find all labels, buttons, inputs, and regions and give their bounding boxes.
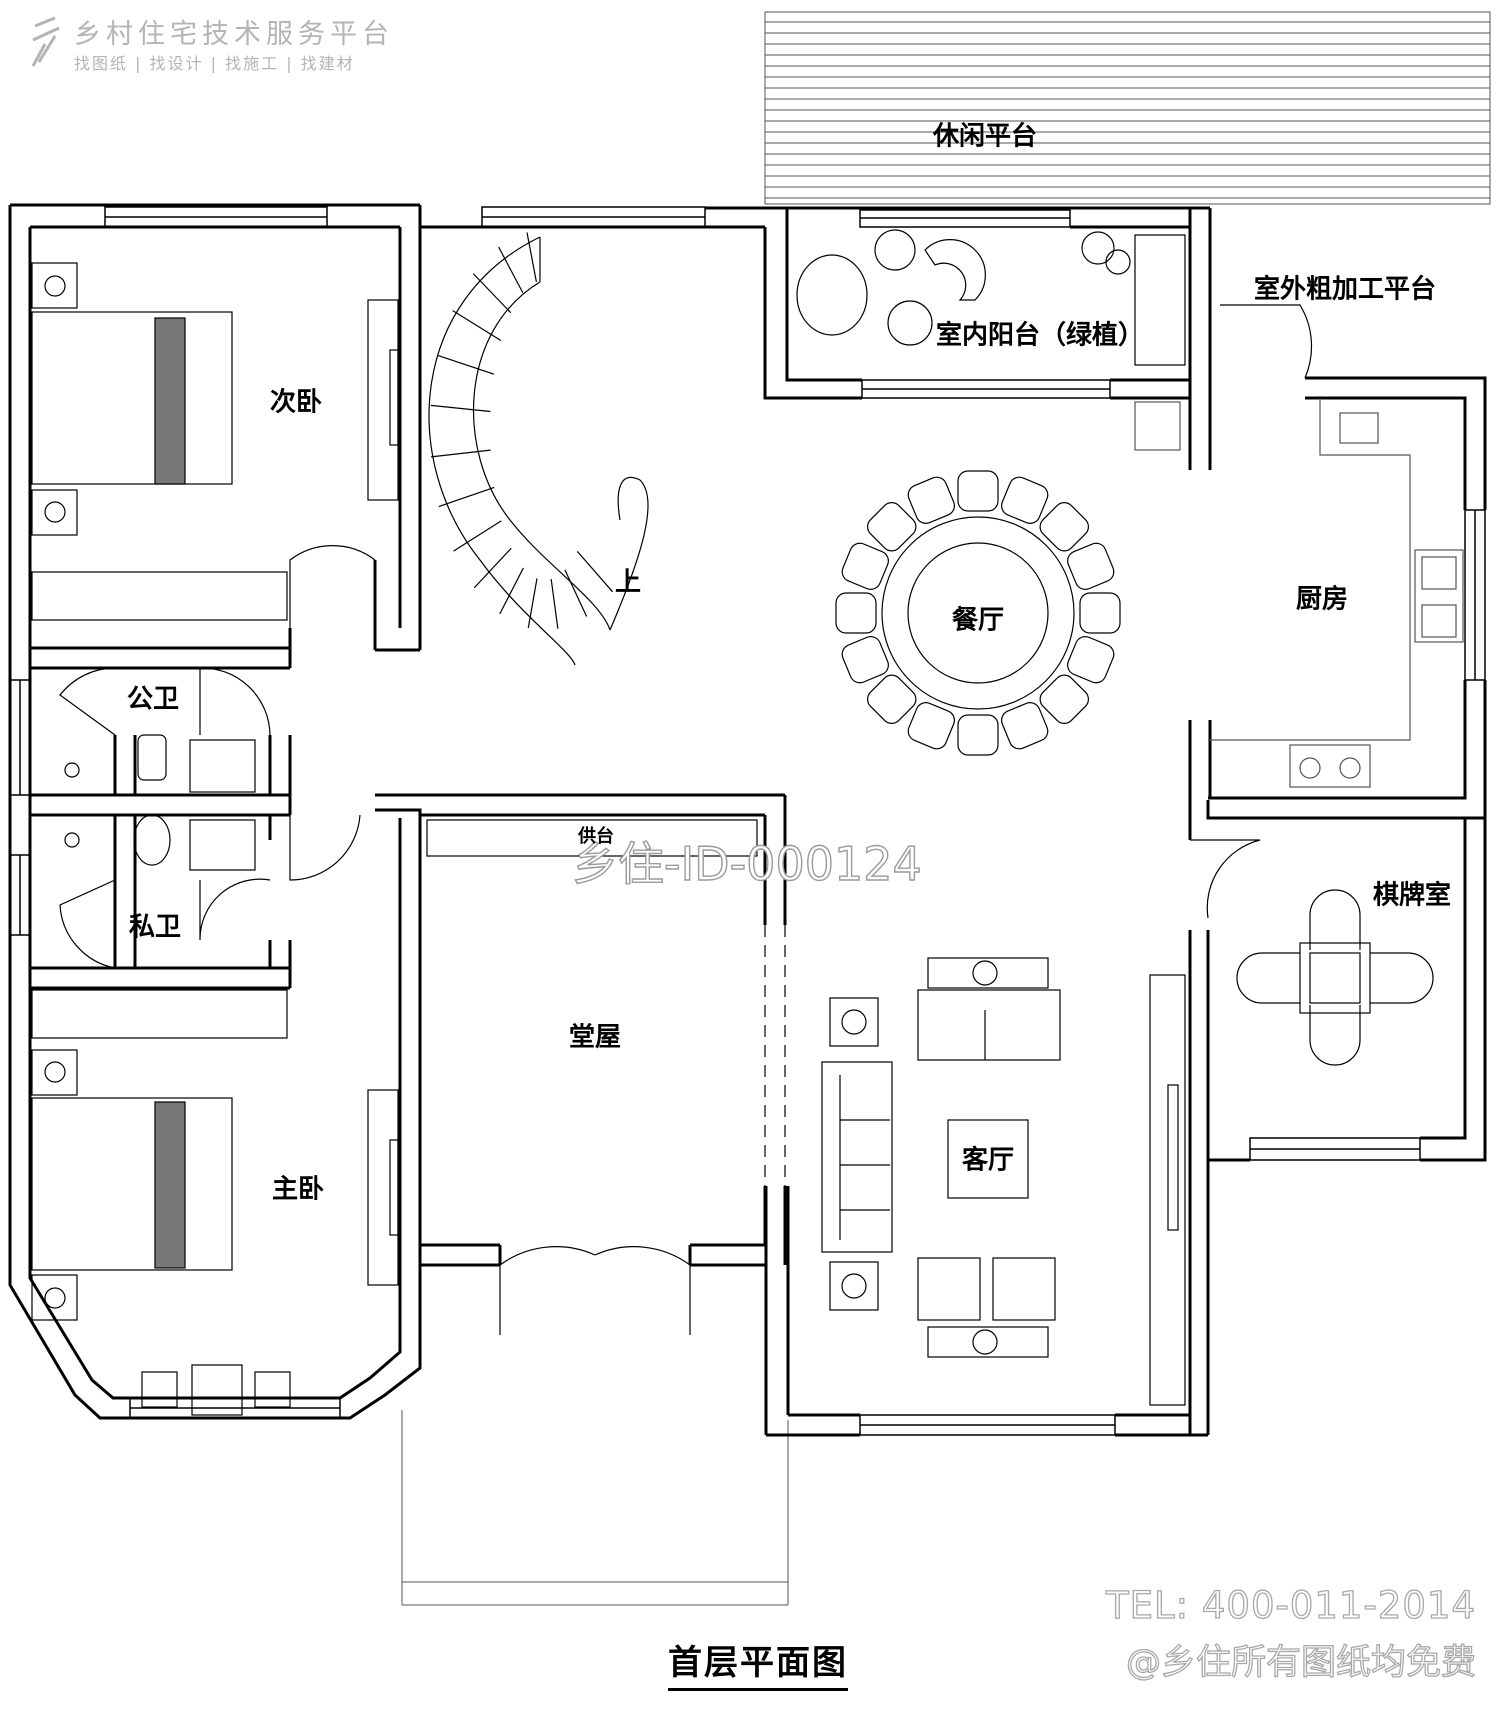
label-public-bath: 公卫 (126, 684, 180, 715)
label-master-bedroom: 主卧 (271, 1174, 325, 1205)
stair-tread (438, 354, 495, 375)
label-kitchen: 厨房 (1295, 584, 1349, 615)
label-ancestral-hall: 堂屋 (568, 1022, 622, 1053)
dining-chair (1067, 636, 1115, 684)
label-living-room: 客厅 (961, 1145, 1015, 1176)
stair-tread (564, 569, 588, 617)
dining-chair (835, 592, 877, 634)
watermark-platform-name: 乡村住宅技术服务平台 (74, 19, 394, 50)
label-second-bedroom: 次卧 (269, 387, 323, 418)
watermark-telephone: TEL: 400-011-2014 (1105, 1583, 1476, 1627)
balcony-furniture (796, 229, 1186, 366)
dining-chair (841, 542, 889, 590)
living-room-furniture (821, 957, 1186, 1406)
stair-tread (576, 550, 614, 593)
stair-tread (473, 547, 512, 589)
bathroom-fixtures (64, 734, 256, 871)
watermark-free-notice: @乡住所有图纸均免费 (1125, 1642, 1476, 1683)
stair-tread (499, 567, 524, 615)
dining-chair (866, 501, 917, 552)
label-private-bath: 私卫 (128, 912, 182, 943)
label-indoor-balcony: 室内阳台（绿植） (935, 320, 1145, 351)
watermark-drawing-id: 乡住-ID-000124 (571, 836, 922, 891)
dining-chair (1001, 476, 1049, 524)
dining-chair (907, 702, 955, 750)
bedroom-furniture (31, 262, 399, 1416)
watermark-tagline: 找图纸 | 找设计 | 找施工 | 找建材 (74, 54, 355, 73)
dining-chair (1039, 674, 1090, 725)
label-dining: 餐厅 (951, 605, 1005, 636)
stair-tread (453, 520, 502, 552)
stair-tread (452, 310, 502, 341)
label-chess-room: 棋牌室 (1372, 880, 1452, 911)
stair-tread (550, 578, 559, 629)
dining-chair (866, 674, 917, 725)
dining-chair (957, 714, 999, 756)
stair-tread (472, 273, 512, 314)
interior-walls (30, 560, 787, 1267)
windows (9, 206, 1486, 1436)
stair-tread (526, 232, 537, 282)
dining-chair (1067, 542, 1115, 590)
label-offering-table: 供台 (578, 826, 614, 847)
round-dining-table (835, 470, 1121, 756)
label-stair-up: 上 (614, 567, 642, 598)
plan-title: 首层平面图 (668, 1635, 848, 1691)
stair-tread (430, 404, 491, 413)
dining-chair (907, 476, 955, 524)
dining-chair (1039, 501, 1090, 552)
dining-chair (1079, 592, 1121, 634)
dining-chair (841, 636, 889, 684)
label-leisure-terrace: 休闲平台 (932, 121, 1038, 152)
stair-tread (438, 486, 495, 508)
label-outdoor-processing: 室外粗加工平台 (1253, 274, 1437, 305)
kitchen-counters (1134, 398, 1464, 788)
stair-tread (430, 449, 491, 458)
chess-table (1236, 889, 1434, 1066)
door-swings (59, 304, 1313, 1335)
spiral-staircase (428, 232, 649, 666)
leisure-terrace-deck (764, 11, 1491, 205)
platform-logo-icon (31, 16, 60, 67)
dining-chair (1001, 702, 1049, 750)
dining-chair (957, 470, 999, 512)
offering-table (426, 819, 786, 1186)
front-entrance-platform (401, 1410, 789, 1606)
stair-tread (527, 578, 538, 628)
stair-tread (498, 246, 524, 294)
